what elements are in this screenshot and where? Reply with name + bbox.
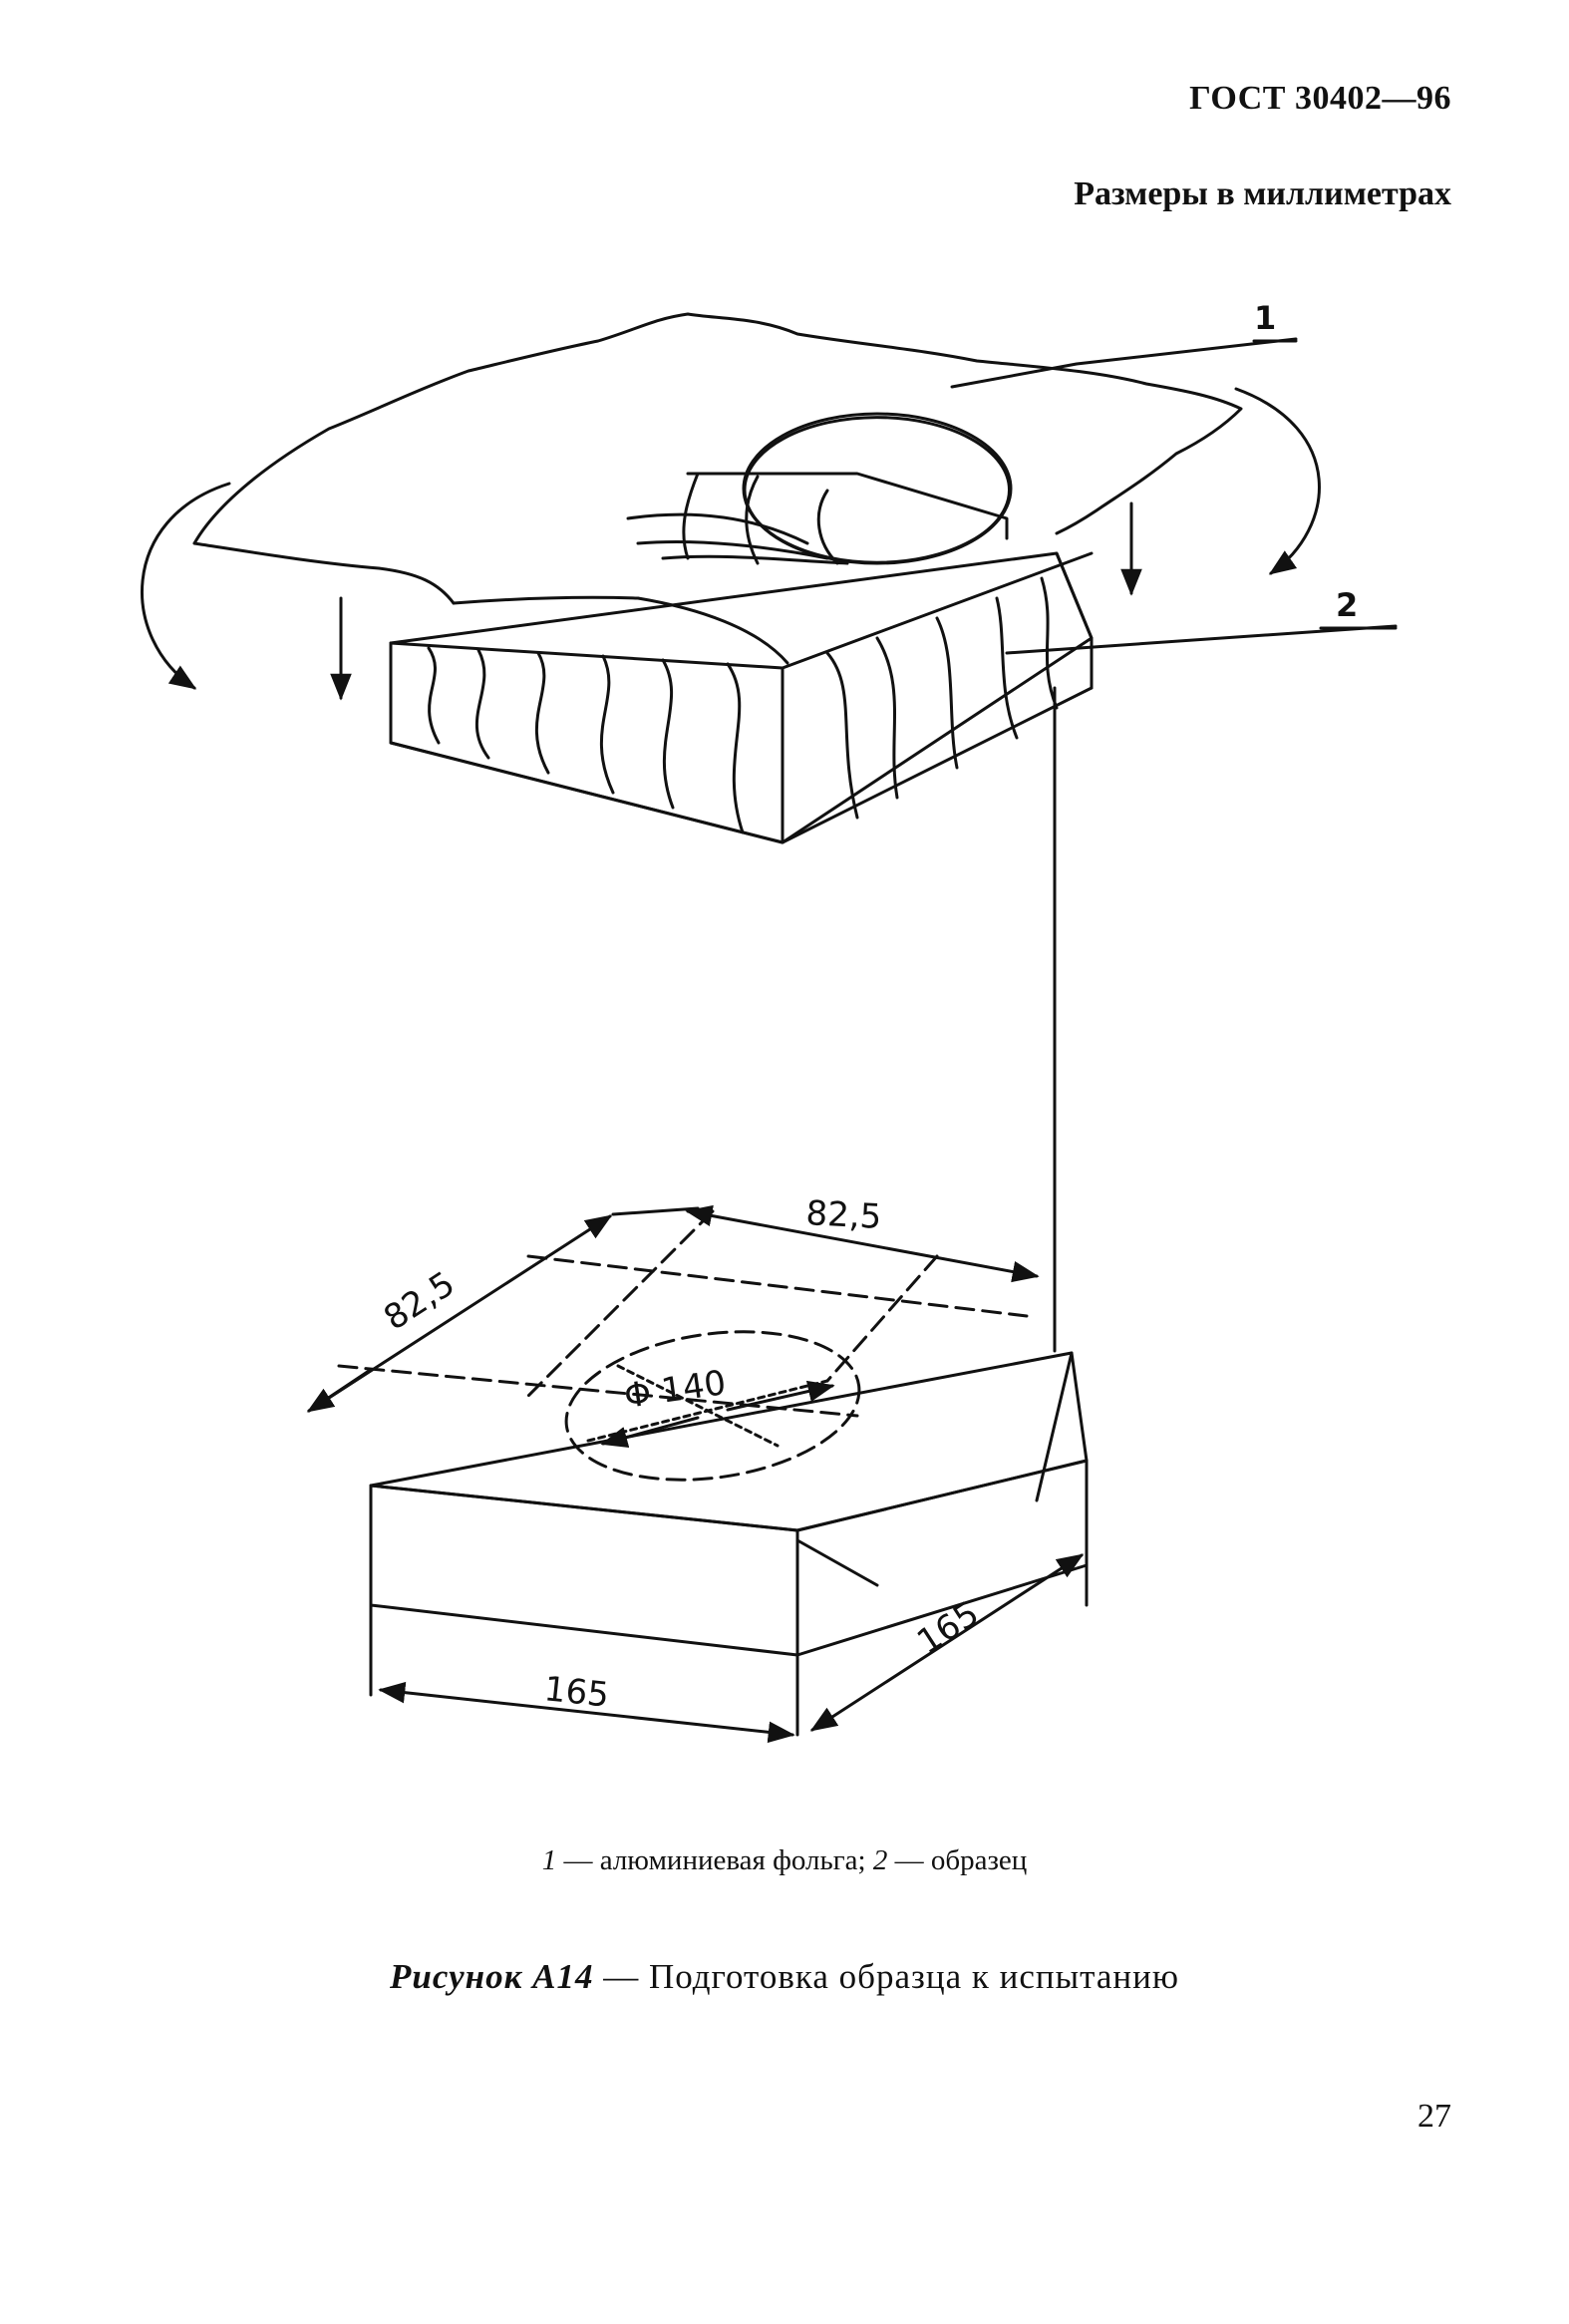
dim-label-diameter: Φ 140 [622,1363,729,1417]
callout-leader-1 [952,339,1296,387]
fold-arrow-right [1236,389,1319,575]
dim-label-front-width: 165 [542,1669,611,1716]
callout-leader-2 [1007,626,1396,653]
caption-text: — Подготовка образца к испытанию [593,1957,1179,1996]
specimen-block [371,1353,1087,1735]
legend-item2-number: 2 [872,1844,888,1876]
page-number: 27 [1417,2098,1451,2135]
figure-legend: 1 — алюминиевая фольга; 2 — образец [0,1844,1569,1877]
legend-item2-text: — образец [887,1844,1028,1876]
callout-1: 1 [1254,299,1276,337]
dim-line-front-width [378,1681,795,1744]
test-circle [556,1314,868,1497]
dim-label-side-width: 165 [910,1594,986,1663]
dim-label-top-width: 82,5 [805,1193,883,1237]
units-note: Размеры в миллиметрах [1074,175,1451,212]
dim-label-top-depth: 82,5 [377,1264,462,1339]
caption-label: Рисунок А14 [390,1957,594,1996]
callout-2: 2 [1336,586,1358,624]
dim-line-top-width [685,1204,1040,1283]
wooden-specimen [391,553,1092,842]
aluminium-foil-sheet [194,314,1241,663]
dim-line-side-width [809,1555,1085,1730]
document-code: ГОСТ 30402—96 [1189,80,1451,117]
legend-item1-number: 1 [541,1844,557,1876]
legend-item1-text: — алюминиевая фольга; [556,1844,873,1876]
fold-arrow-left [143,484,229,690]
figure-caption: Рисунок А14 — Подготовка образца к испыт… [0,1957,1569,1997]
